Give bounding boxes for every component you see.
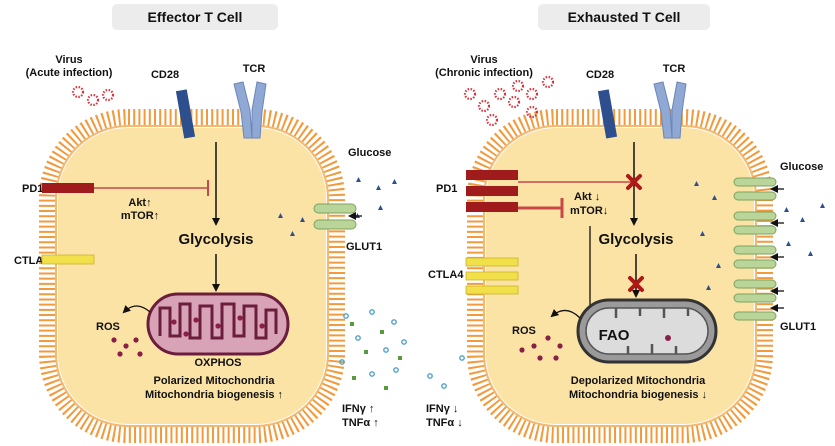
virus-icon xyxy=(493,87,507,101)
exhausted-block-icon xyxy=(628,276,644,292)
effector-cytokines xyxy=(339,309,407,390)
exhausted-glucose-label: Glucose xyxy=(780,161,823,173)
exhausted-pd1-receptors xyxy=(466,170,518,212)
exhausted-mito-cristae xyxy=(614,308,690,354)
effector-glucose-molecules xyxy=(278,177,397,236)
exhausted-glut1-arrows xyxy=(770,185,784,312)
virus-icon xyxy=(86,93,100,107)
virus-icon xyxy=(477,99,491,113)
exhausted-tnfa: TNFα ↓ xyxy=(426,417,463,429)
glucose-icon xyxy=(694,181,699,186)
glucose-icon xyxy=(712,195,717,200)
effector-virus-label: Virus xyxy=(55,54,82,66)
exhausted-cytokines xyxy=(427,355,465,389)
effector-cd28-receptor xyxy=(175,89,196,139)
effector-tnfa: TNFα ↑ xyxy=(342,417,379,429)
effector-mtor: mTOR↑ xyxy=(121,210,159,222)
exhausted-ctla4-label: CTLA4 xyxy=(428,269,464,281)
effector-oxphos: OXPHOS xyxy=(194,357,241,369)
glucose-icon xyxy=(356,177,361,182)
exhausted-mitochondrion xyxy=(576,298,718,364)
effector-tcr-label: TCR xyxy=(243,63,266,75)
exhausted-block-icon xyxy=(626,174,642,190)
glucose-icon xyxy=(716,263,721,268)
effector-virus-sub: (Acute infection) xyxy=(26,67,113,79)
effector-ctla4-label: CTLA4 xyxy=(14,255,50,267)
effector-pd1-label: PD1 xyxy=(22,183,43,195)
effector-pd1-receptor xyxy=(42,183,94,193)
exhausted-fao: FAO xyxy=(599,327,630,344)
exhausted-akt: Akt ↓ xyxy=(574,191,600,203)
exhausted-cd28-receptor xyxy=(597,89,618,139)
effector-tcr-receptor xyxy=(233,81,267,139)
glucose-icon xyxy=(800,217,805,222)
exhausted-membrane xyxy=(467,109,773,443)
exhausted-mito-line2: Mitochondria biogenesis ↓ xyxy=(569,389,707,401)
exhausted-virus-sub: (Chronic infection) xyxy=(435,67,533,79)
effector-glycolysis: Glycolysis xyxy=(178,231,253,248)
exhausted-cd28-label: CD28 xyxy=(586,69,614,81)
exhausted-panel: Exhausted T Cell Virus (Chronic infectio… xyxy=(426,4,825,443)
exhausted-title-box xyxy=(538,4,710,30)
virus-icon xyxy=(507,95,521,109)
glucose-icon xyxy=(706,285,711,290)
virus-icon xyxy=(525,87,539,101)
exhausted-virus-label: Virus xyxy=(470,54,497,66)
glucose-icon xyxy=(300,217,305,222)
effector-ctla4-receptor xyxy=(41,254,95,265)
effector-mito-line1: Polarized Mitochondria xyxy=(153,375,275,387)
effector-ros-arrow xyxy=(122,304,151,314)
exhausted-glut1-label: GLUT1 xyxy=(780,321,816,333)
exhausted-glucose-molecules xyxy=(694,181,825,290)
effector-glut1-label: GLUT1 xyxy=(346,241,382,253)
glucose-icon xyxy=(378,205,383,210)
exhausted-ctla4-receptors xyxy=(465,257,519,295)
effector-title: Effector T Cell xyxy=(148,9,243,25)
virus-icon xyxy=(525,105,539,119)
effector-akt: Akt↑ xyxy=(128,197,151,209)
exhausted-mtor: mTOR↓ xyxy=(570,205,608,217)
exhausted-ifng: IFNγ ↓ xyxy=(426,403,458,415)
exhausted-virus-particles xyxy=(463,75,555,127)
exhausted-ros-label: ROS xyxy=(512,325,536,337)
virus-icon xyxy=(101,88,115,102)
exhausted-mito-line1: Depolarized Mitochondria xyxy=(571,375,706,387)
exhausted-ros-arrow xyxy=(550,309,581,319)
exhausted-pd1-label: PD1 xyxy=(436,183,457,195)
effector-mito-cristae xyxy=(158,302,278,340)
virus-icon xyxy=(485,113,499,127)
glucose-icon xyxy=(278,213,283,218)
glucose-icon xyxy=(376,185,381,190)
effector-panel: Effector T Cell Virus (Acute infection) … xyxy=(14,4,407,443)
virus-icon xyxy=(71,85,85,99)
virus-icon xyxy=(511,79,525,93)
effector-glucose-label: Glucose xyxy=(348,147,391,159)
exhausted-glut1-transporters xyxy=(733,177,777,321)
effector-ros-particles xyxy=(111,337,143,357)
glucose-icon xyxy=(786,241,791,246)
effector-cd28-label: CD28 xyxy=(151,69,179,81)
glucose-icon xyxy=(700,231,705,236)
effector-membrane xyxy=(39,109,345,443)
glucose-icon xyxy=(290,231,295,236)
effector-title-box xyxy=(112,4,278,30)
exhausted-tcr-receptor xyxy=(653,81,687,139)
effector-ros-label: ROS xyxy=(96,321,120,333)
effector-mito-line2: Mitochondria biogenesis ↑ xyxy=(145,389,283,401)
glucose-icon xyxy=(820,203,825,208)
effector-virus-particles xyxy=(71,85,115,107)
glucose-icon xyxy=(808,251,813,256)
effector-glut1-transporter xyxy=(313,203,357,230)
exhausted-title: Exhausted T Cell xyxy=(568,9,681,25)
effector-mitochondrion xyxy=(146,292,290,356)
exhausted-tcr-label: TCR xyxy=(663,63,686,75)
exhausted-glycolysis: Glycolysis xyxy=(598,231,673,248)
exhausted-ros-particles xyxy=(519,335,563,361)
virus-icon xyxy=(541,75,555,89)
glucose-icon xyxy=(392,179,397,184)
virus-icon xyxy=(463,87,477,101)
glucose-icon xyxy=(784,207,789,212)
effector-ifng: IFNγ ↑ xyxy=(342,403,374,415)
